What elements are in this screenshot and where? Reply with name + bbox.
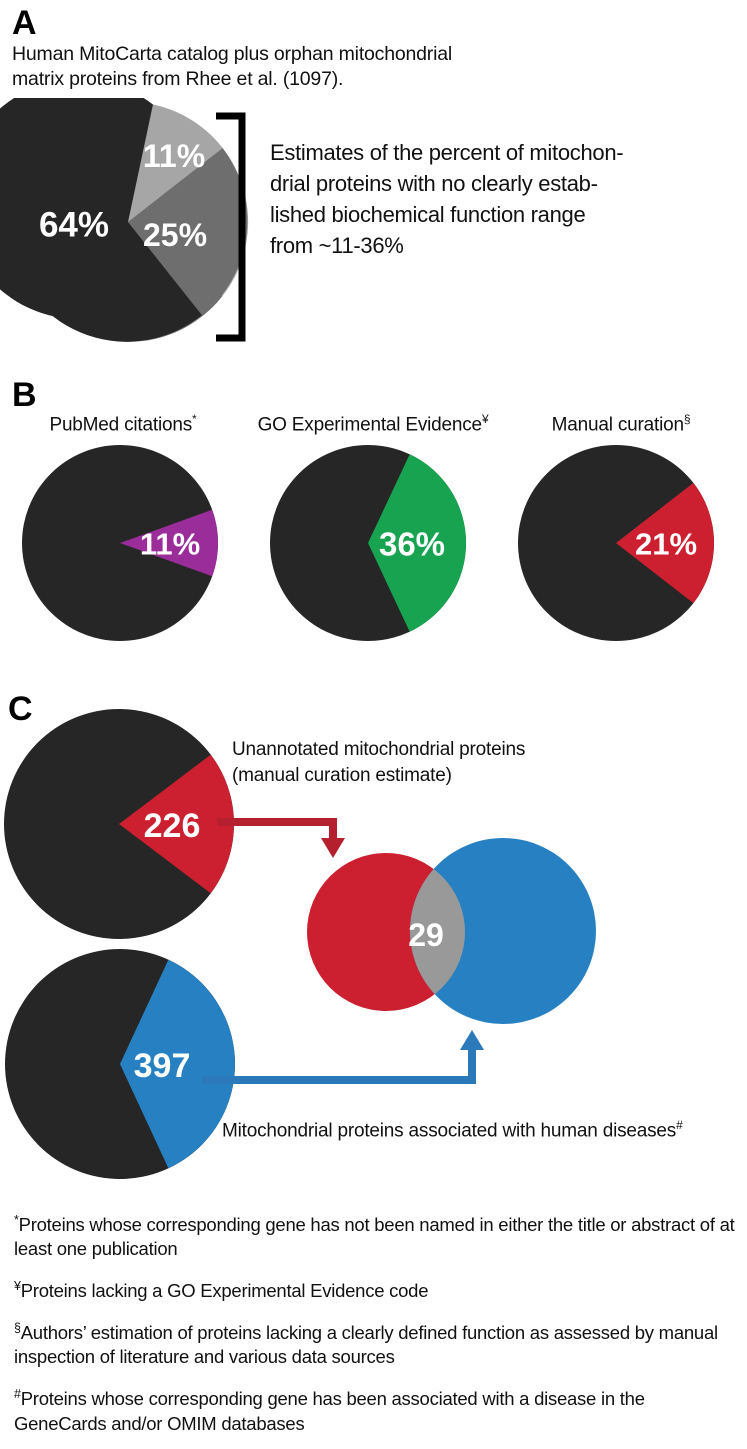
panel-c-pie-disease: 397 xyxy=(2,948,242,1188)
panel-a-bracket-line1: Estimates of the percent of mitochon- xyxy=(270,140,624,165)
footnote-section: §Authors’ estimation of proteins lacking… xyxy=(14,1316,736,1369)
panel-a-bracket-line4: from ~11-36% xyxy=(270,233,404,258)
panel-b-label-go-marker: ¥ xyxy=(481,412,489,426)
footnote-section-text: Authors’ estimation of proteins lacking … xyxy=(14,1322,718,1368)
panel-b-label-pubmed: PubMed citations* xyxy=(8,408,238,436)
panel-c-top-note-line2: (manual curation estimate) xyxy=(232,765,452,786)
panel-a-caption-line2: matrix proteins from Rhee et al. (1097). xyxy=(12,68,344,90)
panel-c-top-note-line1: Unannotated mitochondrial proteins xyxy=(232,739,526,760)
footnote-yen-marker: ¥ xyxy=(14,1279,21,1294)
panel-a-slices xyxy=(6,101,248,342)
footnote-yen-text: Proteins lacking a GO Experimental Evide… xyxy=(20,1280,429,1302)
panel-b-label-pubmed-marker: * xyxy=(192,412,197,426)
panel-b-pie-go: 36% xyxy=(268,443,468,643)
panel-letter-a: A xyxy=(12,4,37,42)
panel-b-value-go: 36% xyxy=(379,526,445,563)
panel-b-pie-manual: 21% xyxy=(516,443,716,643)
panel-c-bottom-note-text: Mitochondrial proteins associated with h… xyxy=(222,1120,677,1142)
panel-a-caption: Human MitoCarta catalog plus orphan mito… xyxy=(12,42,532,92)
footnote-section-marker: § xyxy=(14,1321,21,1336)
panel-a-label-25: 25% xyxy=(143,217,207,253)
footnotes-block: *Proteins whose corresponding gene has n… xyxy=(14,1208,736,1449)
footnote-hash-text: Proteins whose corresponding gene has be… xyxy=(14,1388,645,1434)
panel-a-pie-chart: 64% 11% 25% xyxy=(0,98,300,348)
footnote-asterisk-marker: * xyxy=(14,1213,19,1227)
panel-c-blue-arrow xyxy=(200,1010,490,1100)
panel-a-bracket xyxy=(212,112,252,342)
panel-b-value-pubmed: 11% xyxy=(140,527,200,562)
panel-b-pie-pubmed: 11% xyxy=(20,443,220,643)
panel-b-value-manual: 21% xyxy=(635,527,697,562)
panel-a-bracket-line2: drial proteins with no clearly estab- xyxy=(270,171,598,196)
panel-a-bracket-line3: lished biochemical function range xyxy=(270,202,586,227)
panel-c-top-note: Unannotated mitochondrial proteins (manu… xyxy=(232,737,632,789)
panel-c-red-arrow xyxy=(215,800,385,865)
footnote-hash: #Proteins whose corresponding gene has b… xyxy=(14,1382,736,1435)
panel-c-bottom-note-marker: # xyxy=(676,1118,683,1132)
footnote-hash-marker: # xyxy=(14,1387,21,1402)
panel-c-pie-unannotated: 226 xyxy=(2,708,238,944)
panel-c-value-unannotated: 226 xyxy=(144,807,201,845)
panel-b-label-manual-marker: § xyxy=(683,412,691,426)
panel-c-venn-diagram: 29 xyxy=(300,828,600,1038)
panel-b-label-pubmed-text: PubMed citations xyxy=(49,414,193,436)
panel-b-label-go: GO Experimental Evidence¥ xyxy=(248,408,498,436)
panel-a-label-11: 11% xyxy=(143,138,205,174)
venn-circle-blue xyxy=(410,838,596,1024)
panel-c-value-disease: 397 xyxy=(134,1047,191,1085)
footnote-asterisk: *Proteins whose corresponding gene has n… xyxy=(14,1208,736,1261)
footnote-asterisk-text: Proteins whose corresponding gene has no… xyxy=(14,1214,735,1260)
panel-b-label-manual-text: Manual curation xyxy=(551,414,684,436)
panel-a-caption-line1: Human MitoCarta catalog plus orphan mito… xyxy=(12,43,453,65)
panel-letter-c: C xyxy=(8,690,33,728)
panel-b-label-go-text: GO Experimental Evidence xyxy=(257,414,483,436)
panel-c-value-overlap: 29 xyxy=(408,917,444,953)
footnote-yen: ¥Proteins lacking a GO Experimental Evid… xyxy=(14,1274,736,1303)
panel-a-bracket-text: Estimates of the percent of mitochon- dr… xyxy=(270,137,740,261)
panel-c-bottom-note: Mitochondrial proteins associated with h… xyxy=(222,1112,742,1144)
panel-letter-b: B xyxy=(12,376,37,414)
panel-a-label-64: 64% xyxy=(39,206,109,245)
panel-b-label-manual: Manual curation§ xyxy=(506,408,736,436)
